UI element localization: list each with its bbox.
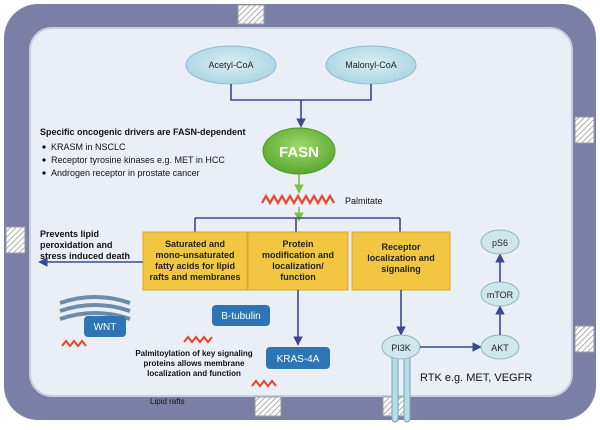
fasn-label: FASN <box>279 144 319 161</box>
protein-line-3: localization/ <box>272 261 324 271</box>
acetyl-coa-label: Acetyl-CoA <box>208 60 253 70</box>
drivers-title: Specific oncogenic drivers are FASN-depe… <box>40 127 246 137</box>
b-tubulin-node <box>212 305 270 326</box>
wnt-label: WNT <box>94 322 117 333</box>
fatty-acids-box <box>142 231 248 291</box>
lipid-raft-patch-bottom <box>254 396 282 417</box>
receptor-box <box>351 231 451 291</box>
mtor-label: mTOR <box>487 290 514 300</box>
lipid-raft-patch-top <box>237 4 265 25</box>
palmitate-distribution-lines <box>194 217 401 232</box>
fatty-acids-line-1: Saturated and <box>165 239 225 249</box>
receptor-line-1: Receptor <box>381 242 421 252</box>
driver-bullet-3 <box>42 171 46 175</box>
wnt-node <box>84 316 126 337</box>
wnt-palmitate-icon <box>61 339 87 348</box>
palmitoylation-line-3: localization and function <box>147 369 241 378</box>
lipid-raft-patch-right-top <box>574 116 595 144</box>
palmitoylation-line-1: Palmitoylation of key signaling <box>135 349 252 358</box>
kras-label: KRAS-4A <box>277 354 320 365</box>
receptor-line-3: signaling <box>381 264 421 274</box>
lipid-raft-patch-left <box>5 226 26 254</box>
driver-bullet-2 <box>42 158 46 162</box>
driver-item-1: KRASM in NSCLC <box>51 142 126 152</box>
lipid-raft-patch-right-bottom <box>574 325 595 353</box>
metabolites-to-fasn-arrow <box>230 84 372 126</box>
protein-line-1: Protein <box>282 239 313 249</box>
malonyl-coa-label: Malonyl-CoA <box>345 60 397 70</box>
drivers-list: KRASM in NSCLC Receptor tyrosine kinases… <box>42 142 225 178</box>
driver-item-3: Androgen receptor in prostate cancer <box>51 168 200 178</box>
driver-bullet-1 <box>42 145 46 149</box>
prevents-line-3: stress induced death <box>40 251 130 261</box>
receptor-line-2: localization and <box>367 253 435 263</box>
fatty-acids-line-2: mono-unsaturated <box>155 250 234 260</box>
fatty-acids-line-4: rafts and membranes <box>149 272 240 282</box>
prevents-line-1: Prevents lipid <box>40 229 99 239</box>
palmitoylation-line-2: proteins allows membrane <box>144 359 245 368</box>
driver-item-2: Receptor tyrosine kinases e.g. MET in HC… <box>51 155 225 165</box>
ps6-label: pS6 <box>492 238 508 248</box>
rtk-receptor-right <box>403 349 411 423</box>
rtk-label: RTK e.g. MET, VEGFR <box>420 372 532 384</box>
protein-line-4: function <box>280 272 316 282</box>
kras-palmitate-icon <box>251 379 277 388</box>
cell-interior <box>29 27 573 397</box>
palmitate-chain-icon <box>261 193 335 206</box>
b-tubulin-palmitate-icon <box>183 335 213 344</box>
protein-box <box>247 231 349 291</box>
protein-line-2: modification and <box>262 250 334 260</box>
fatty-acids-line-3: fatty acids for lipid <box>155 261 235 271</box>
b-tubulin-label: B-tubulin <box>221 311 260 322</box>
rtk-receptor-left <box>391 349 399 423</box>
lipid-rafts-label: Lipid rafts <box>150 397 185 406</box>
prevents-line-2: peroxidation and <box>40 240 113 250</box>
akt-label: AKT <box>491 343 509 353</box>
ps6-node <box>480 229 520 255</box>
pi3k-label: PI3K <box>391 343 411 353</box>
palmitate-label: Palmitate <box>345 196 383 206</box>
kras-node <box>266 347 330 369</box>
